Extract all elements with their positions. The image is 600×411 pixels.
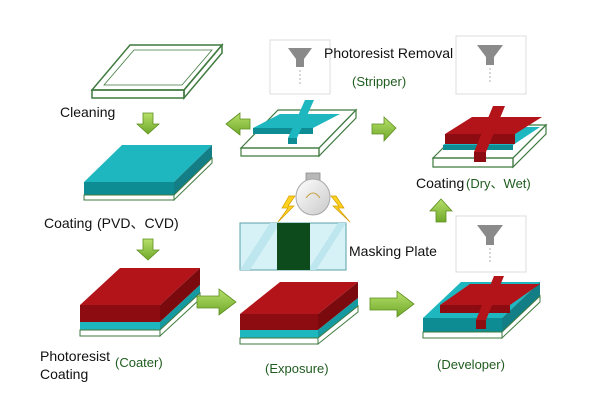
label-photoresist-line2: Coating: [40, 366, 88, 382]
label-coater: (Coater): [115, 355, 163, 370]
lightbulb-icon: [295, 172, 331, 216]
arrow-left-icon: [225, 112, 251, 136]
arrow-down-icon: [135, 238, 161, 261]
label-photoresist-removal: Photoresist Removal: [324, 45, 453, 61]
label-exposure: (Exposure): [265, 361, 329, 376]
lightning-bolt-icon: [330, 195, 351, 223]
arrow-right-icon: [369, 290, 415, 318]
arrow-right-icon: [196, 288, 237, 316]
developed-substrate: [422, 276, 541, 340]
exposure-substrate: [239, 282, 359, 346]
label-coating-pvd: Coating: [44, 215, 92, 231]
arrow-left-icon: [371, 116, 397, 143]
arrow-up-icon: [429, 198, 453, 223]
funnel-icon: [477, 45, 503, 84]
label-coating-dry: Coating: [416, 175, 464, 191]
label-developer: (Developer): [437, 357, 505, 372]
label-coating-dry-suffix: (Dry、Wet): [466, 176, 531, 191]
label-coating-pvd-suffix: (PVD、CVD): [97, 215, 179, 231]
masking-plate: [239, 222, 347, 271]
arrow-down-icon: [135, 112, 161, 135]
photoresist-substrate: [79, 268, 201, 338]
label-masking-plate: Masking Plate: [349, 243, 437, 259]
coated-cross-layers: [443, 106, 542, 162]
label-photoresist-line1: Photoresist: [40, 348, 110, 364]
funnel-icon: [288, 48, 312, 86]
lightning-bolt-icon: [277, 195, 296, 223]
label-cleaning: Cleaning: [60, 104, 115, 120]
coated-substrate-cyan: [83, 145, 213, 202]
glass-substrate-empty: [90, 42, 224, 101]
label-stripper: (Stripper): [352, 74, 406, 89]
stripped-cross: [253, 100, 340, 144]
funnel-icon: [477, 225, 503, 262]
